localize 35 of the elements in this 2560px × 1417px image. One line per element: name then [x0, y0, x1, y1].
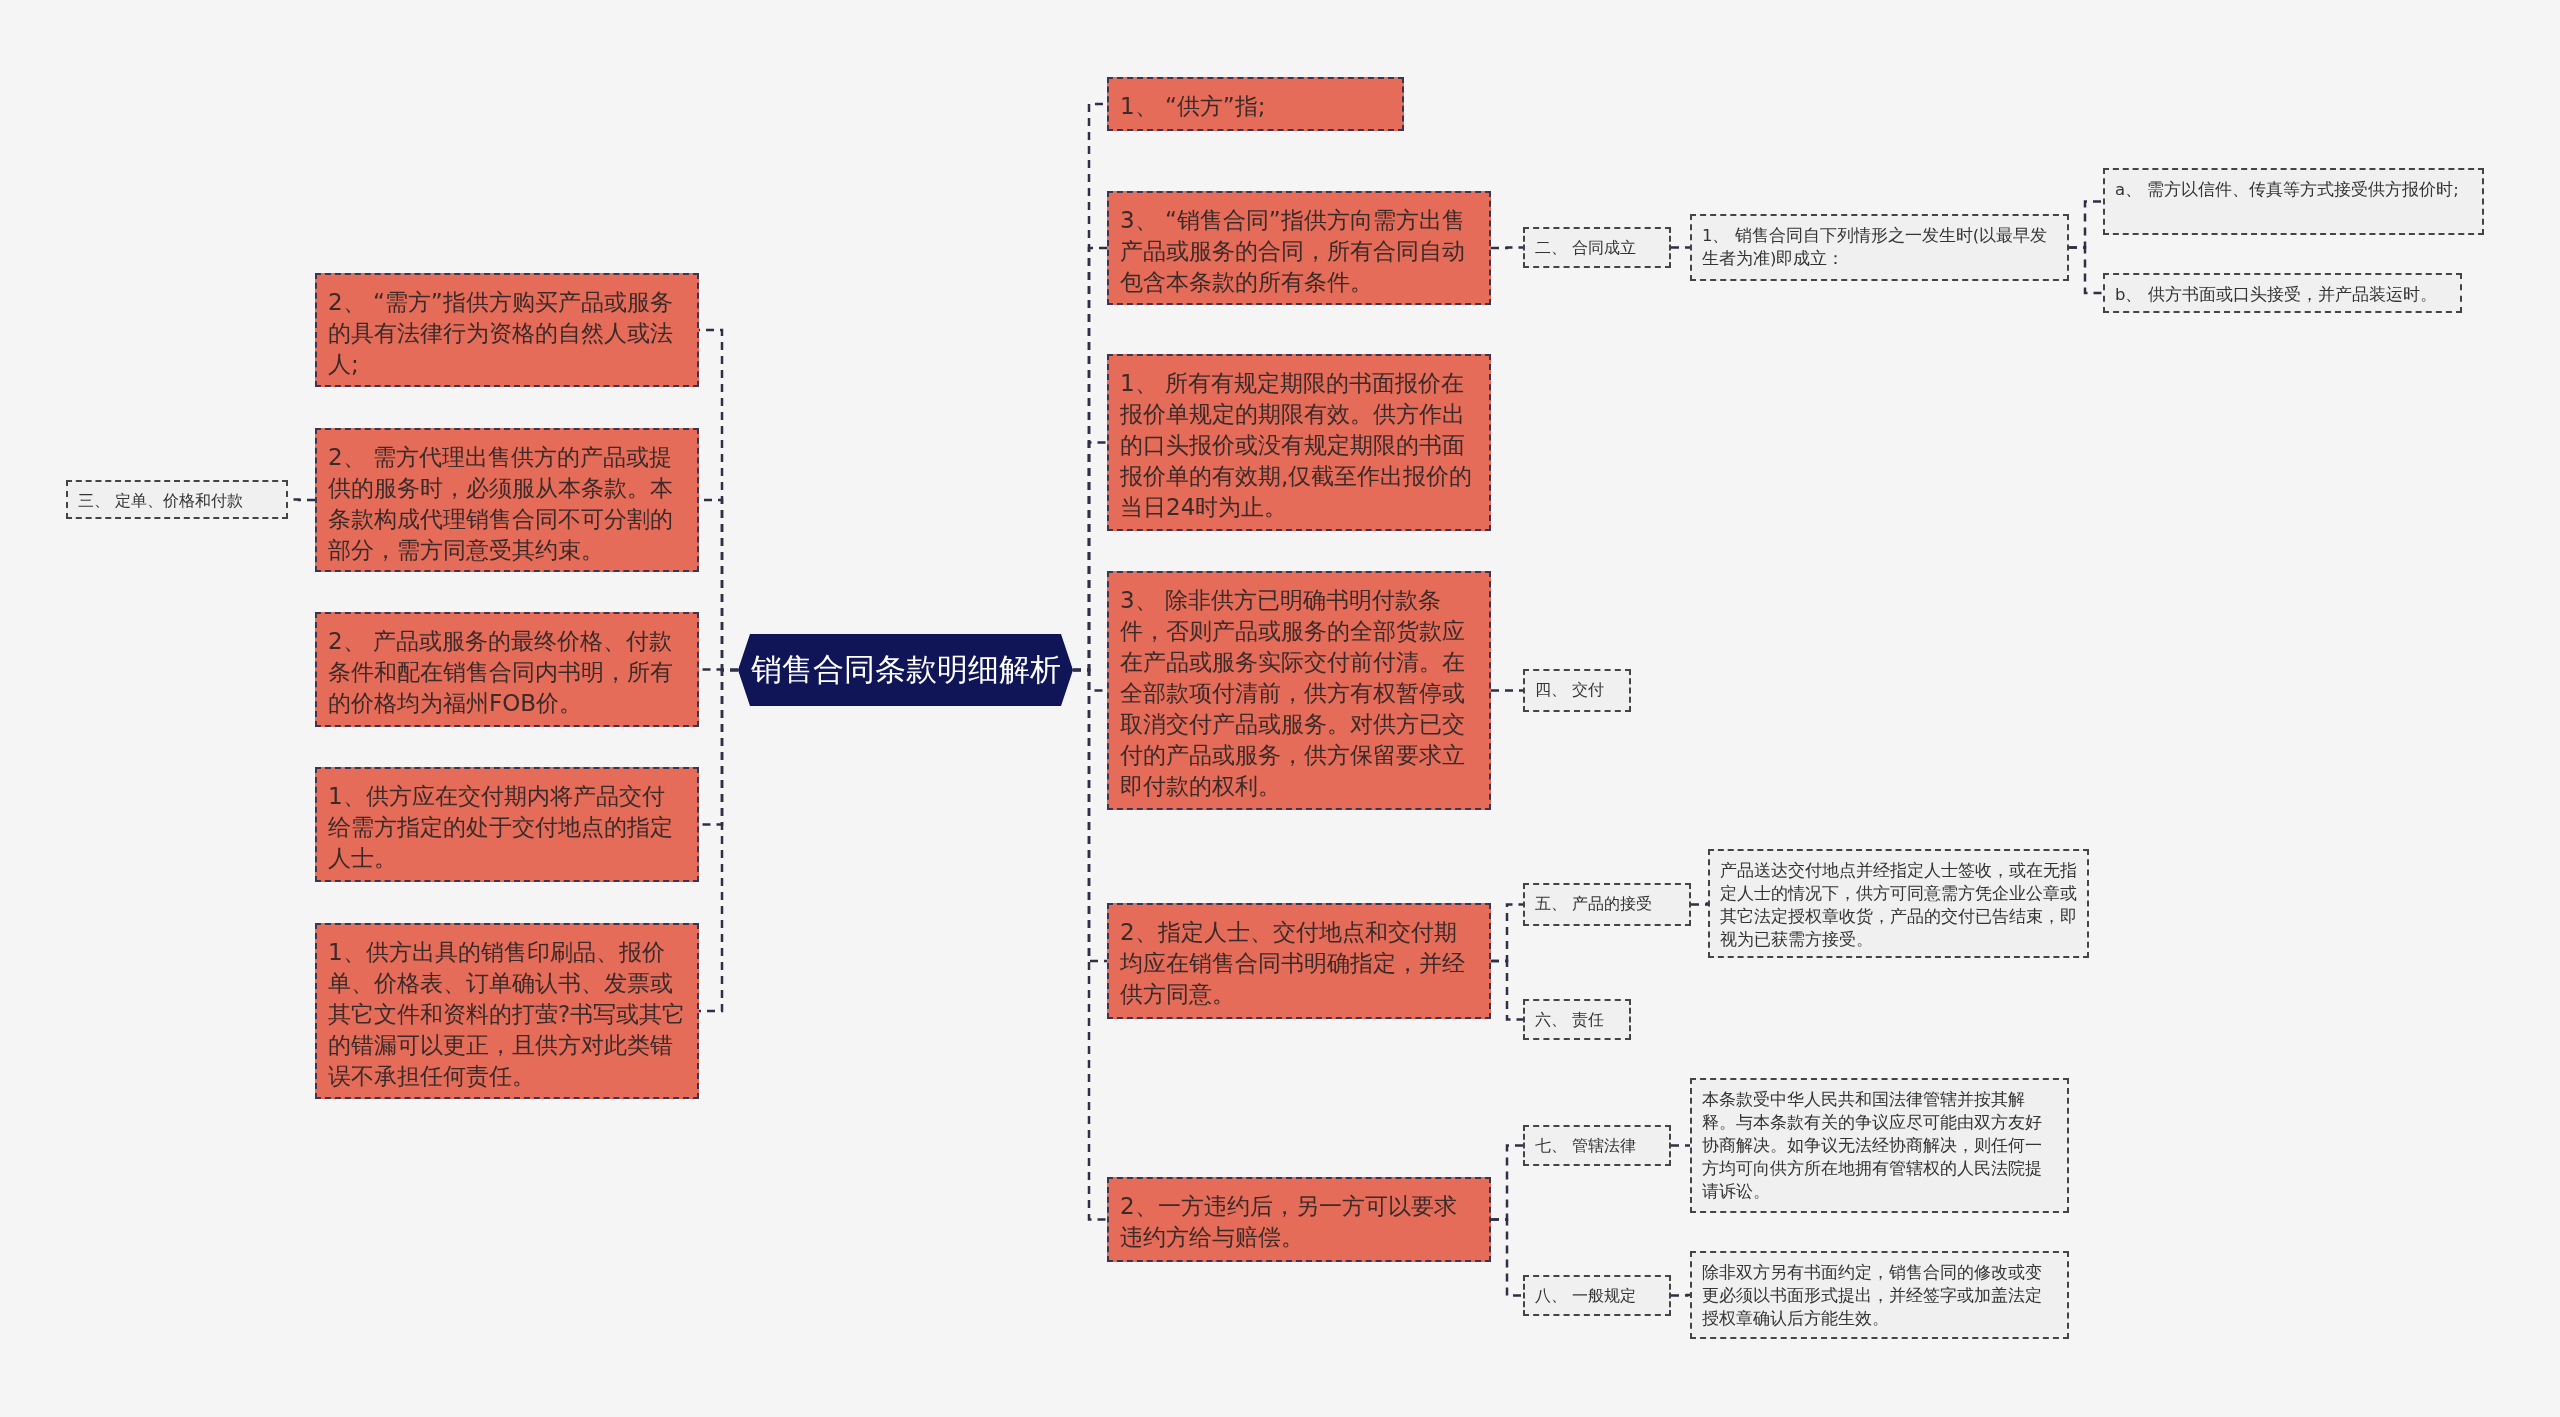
subtopic-box: 二、 合同成立 [1523, 227, 1671, 268]
note-box: a、 需方以信件、传真等方式接受供方报价时; [2103, 168, 2484, 235]
subtopic-box: 六、 责任 [1523, 999, 1631, 1040]
topic-box: 3、 “销售合同”指供方向需方出售产品或服务的合同，所有合同自动包含本条款的所有条件。 [1107, 191, 1491, 305]
subtopic-box: 七、 管辖法律 [1523, 1125, 1671, 1166]
note-box: b、 供方书面或口头接受，并产品装运时。 [2103, 273, 2462, 313]
connector-line [2069, 246, 2103, 295]
central-topic: 销售合同条款明细解析 [738, 634, 1073, 706]
topic-box: 1、 “供方”指; [1107, 77, 1404, 131]
connector-line [1491, 689, 1523, 692]
topic-box: 3、 除非供方已明确书明付款条件，否则产品或服务的全部货款应在产品或服务实际交付前付清。在全部款项付清前，供方有权暂停或取消交付产品或服务。对供方已交付的产品或服务，供方保留要求立即付款的权利。 [1107, 571, 1491, 810]
subtopic-box: 五、 产品的接受 [1523, 883, 1691, 926]
note-box: 除非双方另有书面约定，销售合同的修改或变更必须以书面形式提出，并经签字或加盖法定授权章确认后方能生效。 [1690, 1251, 2069, 1339]
note-box: 本条款受中华人民共和国法律管辖并按其解释。与本条款有关的争议应尽可能由双方友好协商解决。如争议无法经协商解决，则任何一方均可向供方所在地拥有管辖权的人民法院提请诉讼。 [1690, 1078, 2069, 1213]
topic-box: 2、 “需方”指供方购买产品或服务的具有法律行为资格的自然人或法人; [315, 273, 699, 387]
connector-line [1491, 959, 1523, 1021]
connector-line [1671, 246, 1690, 249]
topic-box: 1、供方出具的销售印刷品、报价单、价格表、订单确认书、发票或其它文件和资料的打萤?书写或其它的错漏可以更正，且供方对此类错误不承担任何责任。 [315, 923, 699, 1099]
topic-box: 1、供方应在交付期内将产品交付给需方指定的处于交付地点的指定人士。 [315, 767, 699, 882]
topic-box: 2、 需方代理出售供方的产品或提供的服务时，必须服从本条款。本条款构成代理销售合同不可分割的部分，需方同意受其约束。 [315, 428, 699, 572]
subtopic-box: 八、 一般规定 [1523, 1275, 1671, 1316]
topic-box: 2、 产品或服务的最终价格、付款条件和配在销售合同内书明，所有的价格均为福州FOB价。 [315, 612, 699, 727]
connector-line [1691, 902, 1709, 906]
note-box: 产品送达交付地点并经指定人士签收，或在无指定人士的情况下，供方可同意需方凭企业公章或其它法定授权章收货，产品的交付已告结束，即视为已获需方接受。 [1708, 849, 2089, 958]
connector-line [1671, 1144, 1690, 1147]
connector-line [1073, 668, 1107, 1221]
subtopic-box: 三、 定单、价格和付款 [66, 480, 288, 519]
topic-box: 1、 所有有规定期限的书面报价在报价单规定的期限有效。供方作出的口头报价或没有规定期限的书面报价单的有效期,仅截至作出报价的当日24时为止。 [1107, 354, 1491, 531]
topic-box: 2、一方违约后，另一方可以要求违约方给与赔偿。 [1107, 1177, 1491, 1262]
connector-line [1491, 1218, 1523, 1297]
note-box: 1、 销售合同自下列情形之一发生时(以最早发生者为准)即成立： [1690, 214, 2069, 281]
topic-box: 2、指定人士、交付地点和交付期均应在销售合同书明确指定，并经供方同意。 [1107, 903, 1491, 1019]
connector-line [1671, 1293, 1690, 1297]
connector-line [1491, 246, 1523, 250]
subtopic-box: 四、 交付 [1523, 669, 1631, 712]
